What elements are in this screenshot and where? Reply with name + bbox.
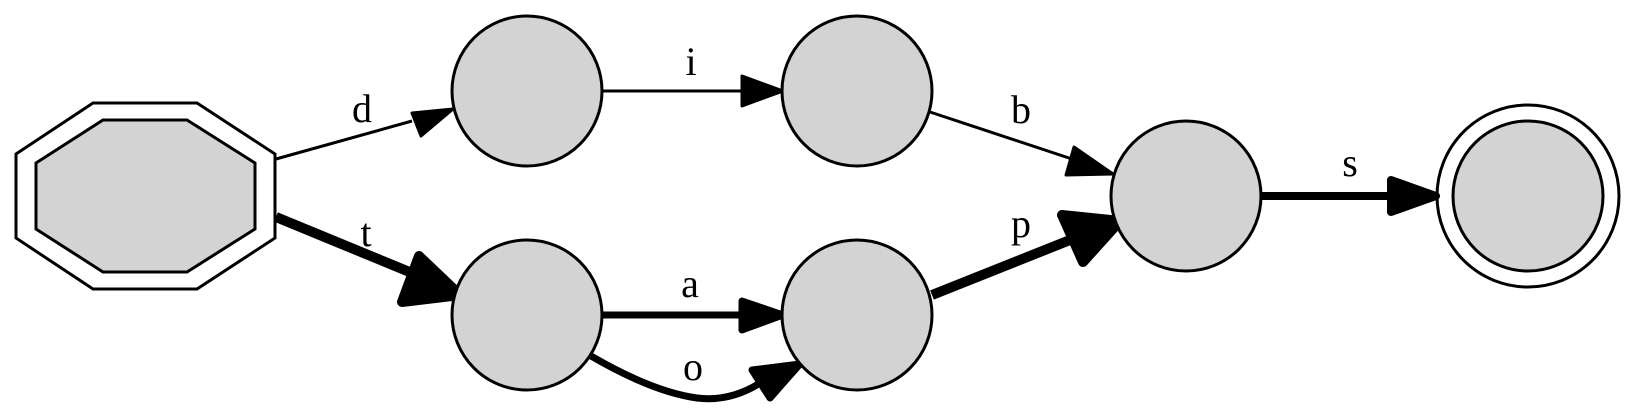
state-node-3 [450, 238, 604, 392]
edge-i: i [603, 39, 785, 108]
edge-label-b: b [1011, 87, 1031, 132]
edge-s: s [1262, 140, 1440, 216]
accept-state-node [1435, 103, 1621, 289]
edge-label-t: t [360, 210, 371, 255]
edge-b: b [929, 87, 1115, 177]
start-state-node [14, 101, 277, 291]
edge-d: d [275, 86, 455, 161]
edge-label-p: p [1011, 201, 1031, 246]
edge-a: a [603, 261, 787, 334]
edge-label-i: i [685, 39, 696, 84]
edge-t: t [274, 210, 465, 307]
edge-label-a: a [681, 261, 699, 306]
state-node-4 [780, 238, 934, 392]
edge-p: p [930, 201, 1125, 300]
edge-label-d: d [352, 86, 372, 131]
state-node-2 [780, 14, 934, 168]
edge-o: o [589, 344, 804, 403]
state-node-5 [1109, 119, 1263, 273]
edge-label-s: s [1342, 140, 1358, 185]
edge-label-o: o [683, 344, 703, 389]
state-node-1 [450, 14, 604, 168]
